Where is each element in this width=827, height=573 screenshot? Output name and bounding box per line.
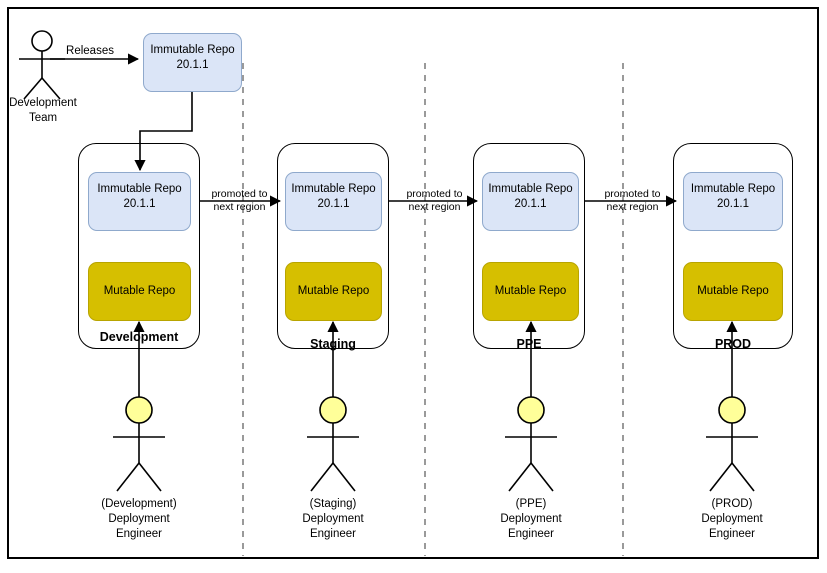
immutable-repo-box-prod[interactable] [683,172,783,231]
region-box-prod[interactable] [673,143,793,349]
mutable-repo-box-staging[interactable] [285,262,382,321]
mutable-repo-box-ppe[interactable] [482,262,579,321]
promotion-label-staging-ppe: promoted to next region [406,188,463,213]
engineer-label-ppe: (PPE) Deployment Engineer [500,498,562,540]
region-box-development[interactable] [78,143,200,349]
region-label-prod: PROD [714,337,752,351]
immutable-repo-box-staging[interactable] [285,172,382,231]
region-box-staging[interactable] [277,143,389,349]
mutable-repo-box-development[interactable] [88,262,191,321]
immutable-repo-box-development[interactable] [88,172,191,231]
releases-edge-label: Releases [66,45,114,57]
region-label-ppe: PPE [516,337,542,351]
mutable-repo-box-prod[interactable] [683,262,783,321]
engineer-label-staging: (Staging) Deployment Engineer [302,498,364,540]
region-box-ppe[interactable] [473,143,585,349]
development-team-label: Development Team [9,97,77,124]
promotion-label-dev-staging: promoted to next region [211,188,268,213]
engineer-label-development: (Development) Deployment Engineer [101,498,177,540]
diagram-frame [7,7,819,559]
region-label-development: Development [99,330,179,344]
promotion-label-ppe-prod: promoted to next region [604,188,661,213]
engineer-label-prod: (PROD) Deployment Engineer [701,498,763,540]
immutable-repo-box-ppe[interactable] [482,172,579,231]
region-label-staging: Staging [310,337,356,351]
release-immutable-repo-box[interactable] [143,33,242,92]
